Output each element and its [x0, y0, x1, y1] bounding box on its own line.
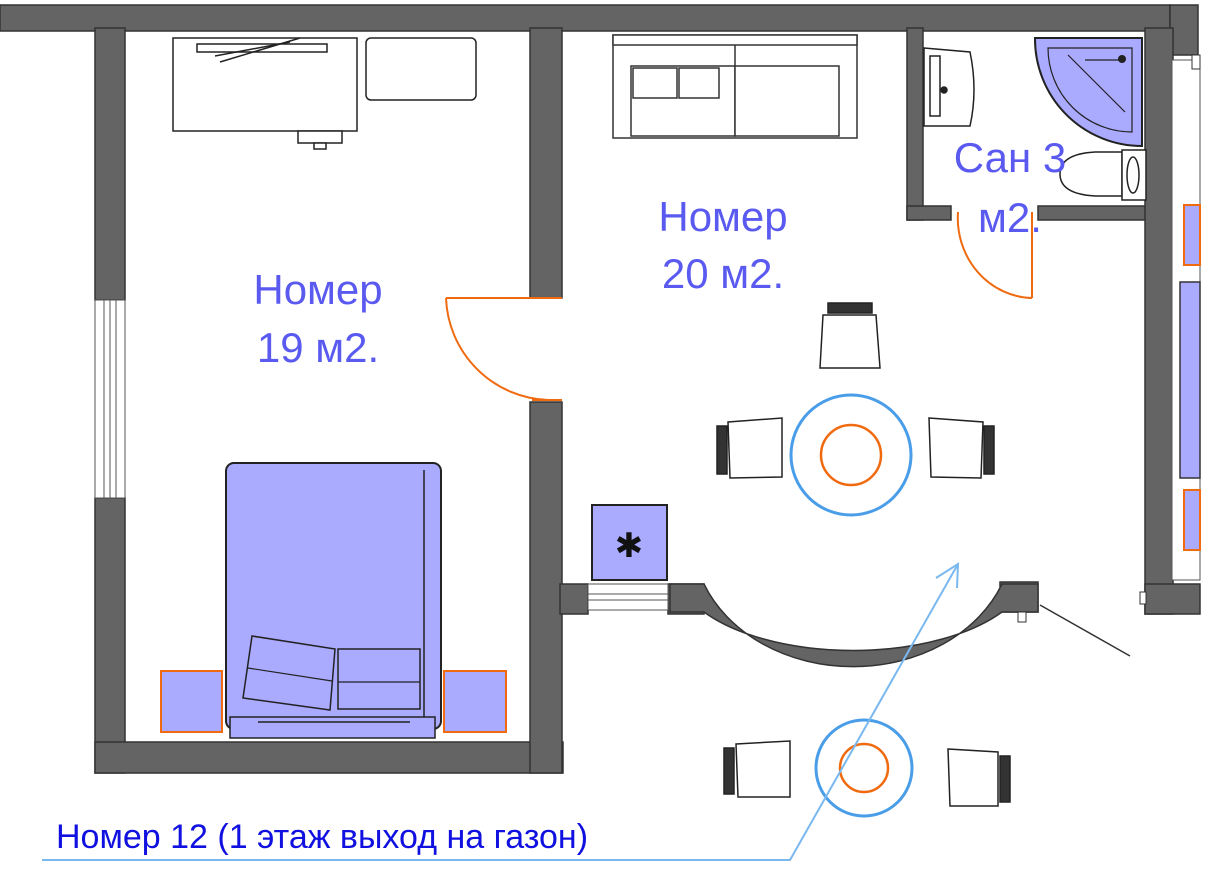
- wall-bay-arc: [669, 583, 1039, 668]
- walls: [0, 4, 1201, 774]
- wall-stub-left: [559, 583, 589, 615]
- washbasin: [923, 47, 975, 127]
- door-entrance-handle: [1017, 611, 1027, 623]
- lawn-table: [814, 718, 914, 818]
- wall-partition-upper: [529, 27, 563, 299]
- room-label-bath-area: м2.: [978, 194, 1042, 241]
- room-label-middle-area: 20 м2.: [662, 250, 784, 297]
- sofa: [612, 34, 858, 139]
- wall-left-upper: [94, 27, 126, 301]
- wall-top-right-corner: [1169, 4, 1199, 56]
- room-label-middle-name: Номер: [658, 193, 787, 240]
- wall-right: [1144, 27, 1174, 615]
- shower: [1033, 37, 1143, 148]
- door-left-room: [445, 297, 562, 401]
- wall-bottom-left-room: [94, 741, 564, 774]
- bed: [225, 462, 442, 739]
- wall-bath-bottom-left: [906, 205, 952, 221]
- door-bathroom: [956, 211, 1033, 299]
- plan-caption: Номер 12 (1 этаж выход на газон): [56, 818, 588, 856]
- wall-bath-left: [906, 27, 924, 221]
- pillow-right: [337, 648, 421, 710]
- chair-left: [716, 417, 783, 479]
- cabinet: [365, 37, 477, 101]
- nightstand-left: [160, 670, 223, 733]
- wall-right-foot: [1144, 583, 1201, 615]
- stove-cabinet: ✱: [591, 504, 668, 581]
- toilet: [1059, 149, 1147, 201]
- window-left: [94, 299, 126, 499]
- room-label-bath-name: Сан 3: [954, 134, 1066, 181]
- lawn-chair-left: [723, 740, 791, 798]
- window-bottom: [587, 583, 669, 611]
- wall-left-lower: [94, 497, 126, 774]
- chair-right: [928, 417, 995, 479]
- room-label-left-area: 19 м2.: [257, 324, 379, 371]
- leader-arrow: [42, 562, 960, 861]
- chair-top: [819, 302, 881, 369]
- pillow-left: [242, 635, 336, 711]
- room-label-left-name: Номер: [253, 266, 382, 313]
- asterisk-icon: ✱: [615, 526, 644, 566]
- desk: [172, 37, 358, 150]
- lawn-chair-right: [947, 748, 1011, 807]
- wall-partition-lower: [529, 401, 563, 774]
- window-right: [1139, 54, 1201, 605]
- dining-table-upper: [789, 393, 913, 517]
- wall-bath-bottom-right: [1037, 205, 1147, 221]
- wall-top: [0, 4, 1171, 32]
- nightstand-right: [443, 670, 507, 733]
- door-entrance: [1039, 604, 1131, 657]
